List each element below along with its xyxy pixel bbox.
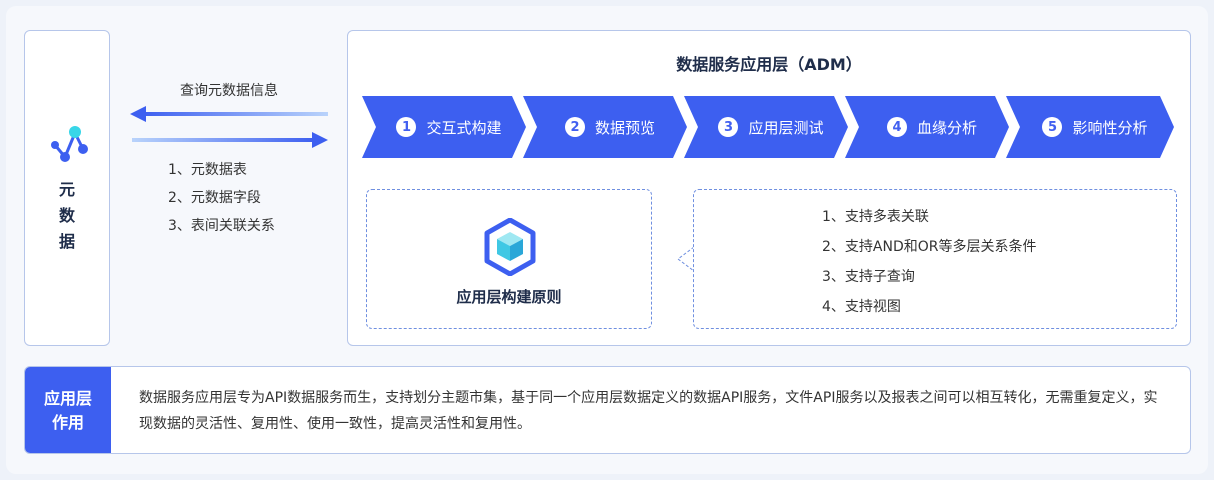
list-item: 3、支持子查询 bbox=[822, 269, 915, 285]
step-number: 4 bbox=[886, 117, 907, 137]
step-label: 血缘分析 bbox=[916, 118, 977, 137]
role-tag-line: 应用层 bbox=[43, 389, 92, 408]
process-steps: 1 交互式构建 2 数据预览 3 应用层测试 4 血缘分析 5 影响性分析 bbox=[362, 96, 1182, 158]
step-label: 交互式构建 bbox=[426, 118, 502, 137]
role-tag: 应用层 作用 bbox=[25, 367, 111, 453]
metadata-panel: 元 数 据 bbox=[24, 30, 110, 346]
graph-node-icon bbox=[51, 126, 88, 162]
bidirectional-arrows-icon bbox=[130, 106, 328, 148]
step-label: 数据预览 bbox=[594, 118, 655, 137]
metadata-title-line: 据 bbox=[58, 232, 75, 251]
principle-label: 应用层构建原则 bbox=[456, 288, 562, 306]
feature-box: 1、支持多表关联 2、支持AND和OR等多层关系条件 3、支持子查询 4、支持视… bbox=[693, 189, 1177, 329]
list-item: 2、支持AND和OR等多层关系条件 bbox=[822, 239, 1037, 255]
step-lineage-analysis: 4 血缘分析 bbox=[845, 96, 1009, 158]
metadata-title-line: 元 bbox=[58, 180, 75, 199]
adm-panel: 数据服务应用层（ADM） 1 交互式构建 2 数据预览 3 应用层测试 4 血缘分析 5… bbox=[347, 30, 1191, 346]
step-label: 影响性分析 bbox=[1072, 118, 1148, 137]
step-interactive-build: 1 交互式构建 bbox=[362, 96, 526, 158]
adm-title: 数据服务应用层（ADM） bbox=[676, 55, 862, 74]
cube-icon bbox=[484, 218, 536, 276]
role-tag-line: 作用 bbox=[51, 413, 84, 432]
step-app-layer-test: 3 应用层测试 bbox=[684, 96, 848, 158]
step-number: 3 bbox=[718, 117, 739, 137]
step-number: 2 bbox=[564, 117, 585, 137]
feature-list: 1、支持多表关联 2、支持AND和OR等多层关系条件 3、支持子查询 4、支持视… bbox=[822, 202, 1036, 322]
step-label: 应用层测试 bbox=[748, 118, 824, 137]
list-item: 4、支持视图 bbox=[822, 299, 901, 315]
metadata-items: 1、元数据表 2、元数据字段 3、表间关联关系 bbox=[168, 156, 275, 240]
metadata-title-line: 数 bbox=[58, 206, 75, 225]
list-item: 1、支持多表关联 bbox=[822, 209, 929, 225]
step-number: 5 bbox=[1042, 117, 1063, 137]
role-panel: 应用层 作用 数据服务应用层专为API数据服务而生，支持划分主题市集，基于同一个… bbox=[24, 366, 1191, 454]
step-number: 1 bbox=[396, 117, 417, 137]
step-data-preview: 2 数据预览 bbox=[523, 96, 687, 158]
query-metadata-label: 查询元数据信息 bbox=[180, 83, 278, 99]
list-item: 2、元数据字段 bbox=[168, 190, 261, 206]
callout-pointer bbox=[677, 247, 695, 271]
list-item: 1、元数据表 bbox=[168, 162, 247, 178]
role-description: 数据服务应用层专为API数据服务而生，支持划分主题市集，基于同一个应用层数据定义… bbox=[139, 390, 1158, 432]
principle-box: 应用层构建原则 bbox=[366, 189, 652, 329]
step-impact-analysis: 5 影响性分析 bbox=[1006, 96, 1174, 158]
metadata-title: 元 数 据 bbox=[25, 177, 109, 255]
list-item: 3、表间关联关系 bbox=[168, 218, 275, 234]
